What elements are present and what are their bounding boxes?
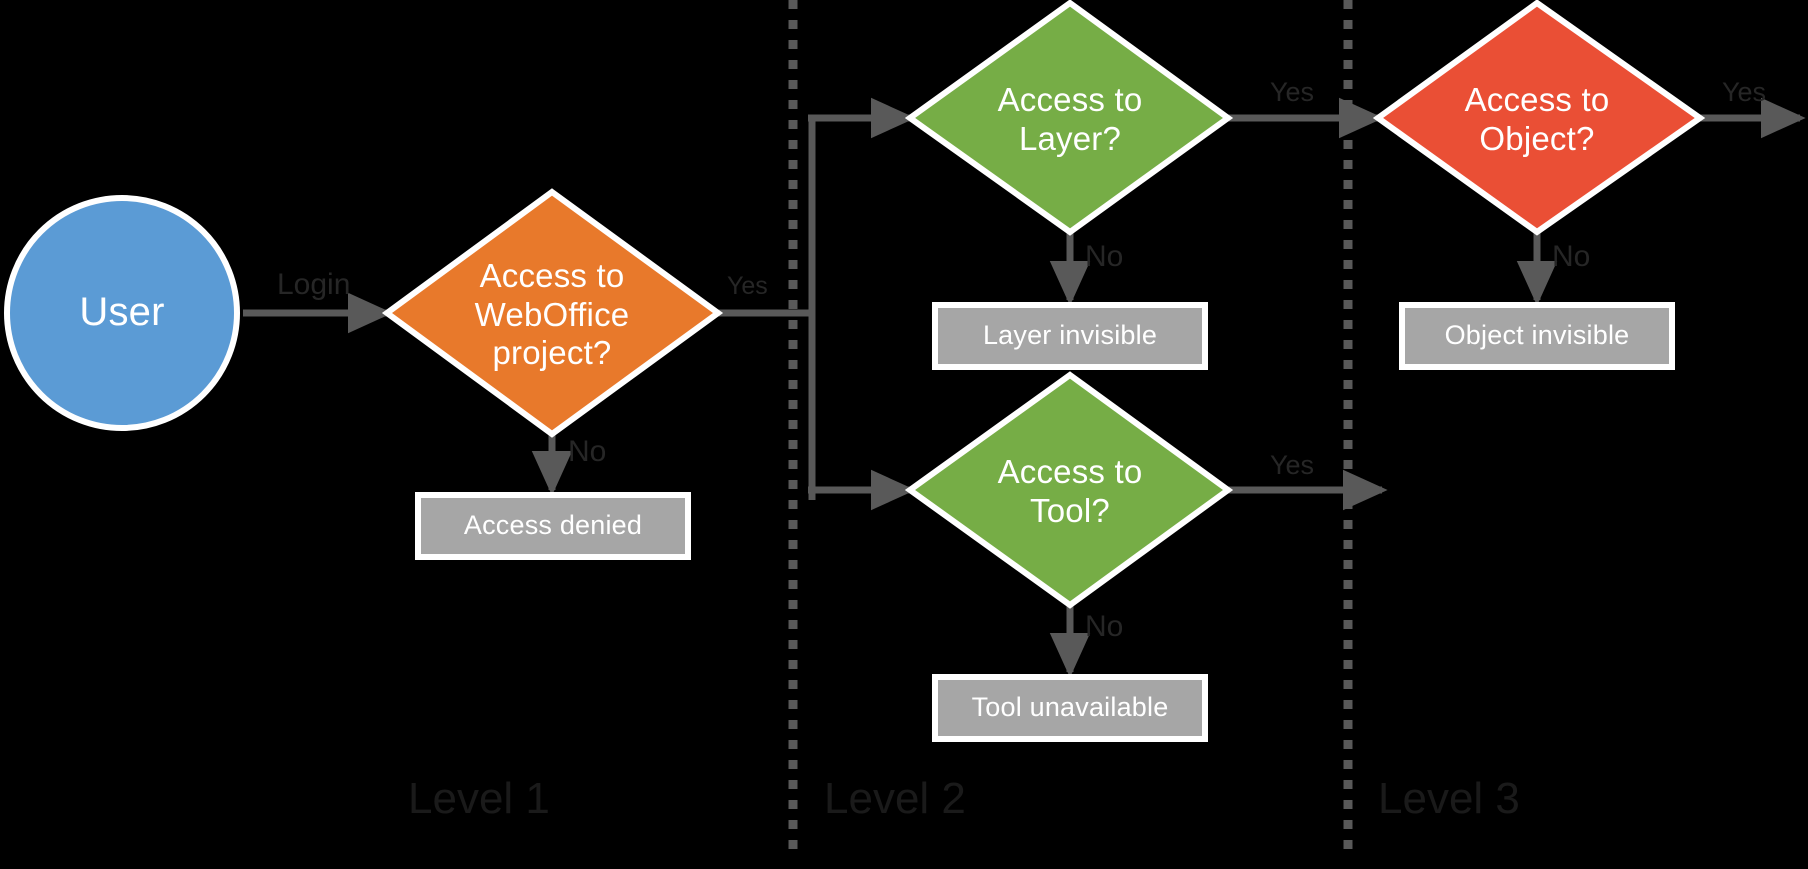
edge-label-weboffice-no: No xyxy=(568,435,607,468)
node-layer-invisible xyxy=(932,302,1208,370)
edge-label-layer-no: No xyxy=(1085,240,1124,273)
edge-label-tool-yes: Yes xyxy=(1270,450,1315,480)
level-label-2: Level 2 xyxy=(824,774,966,823)
node-tool-diamond xyxy=(904,371,1234,609)
node-object-diamond xyxy=(1372,0,1706,236)
node-object-invisible xyxy=(1399,302,1675,370)
edge-label-object-yes: Yes xyxy=(1722,77,1767,107)
edge-label-layer-yes: Yes xyxy=(1270,77,1315,107)
edge-label-weboffice-yes: Yes xyxy=(727,272,768,300)
level-label-1: Level 1 xyxy=(408,774,550,823)
edge-label-object-no: No xyxy=(1552,240,1591,273)
edge-label-login: Login xyxy=(277,268,351,301)
node-layer-diamond xyxy=(904,0,1234,236)
node-tool-unavailable xyxy=(932,674,1208,742)
node-weboffice-diamond xyxy=(381,188,724,438)
node-access-denied xyxy=(415,492,691,560)
edge-label-tool-no: No xyxy=(1085,610,1124,643)
level-label-3: Level 3 xyxy=(1378,774,1520,823)
node-user xyxy=(4,195,240,431)
